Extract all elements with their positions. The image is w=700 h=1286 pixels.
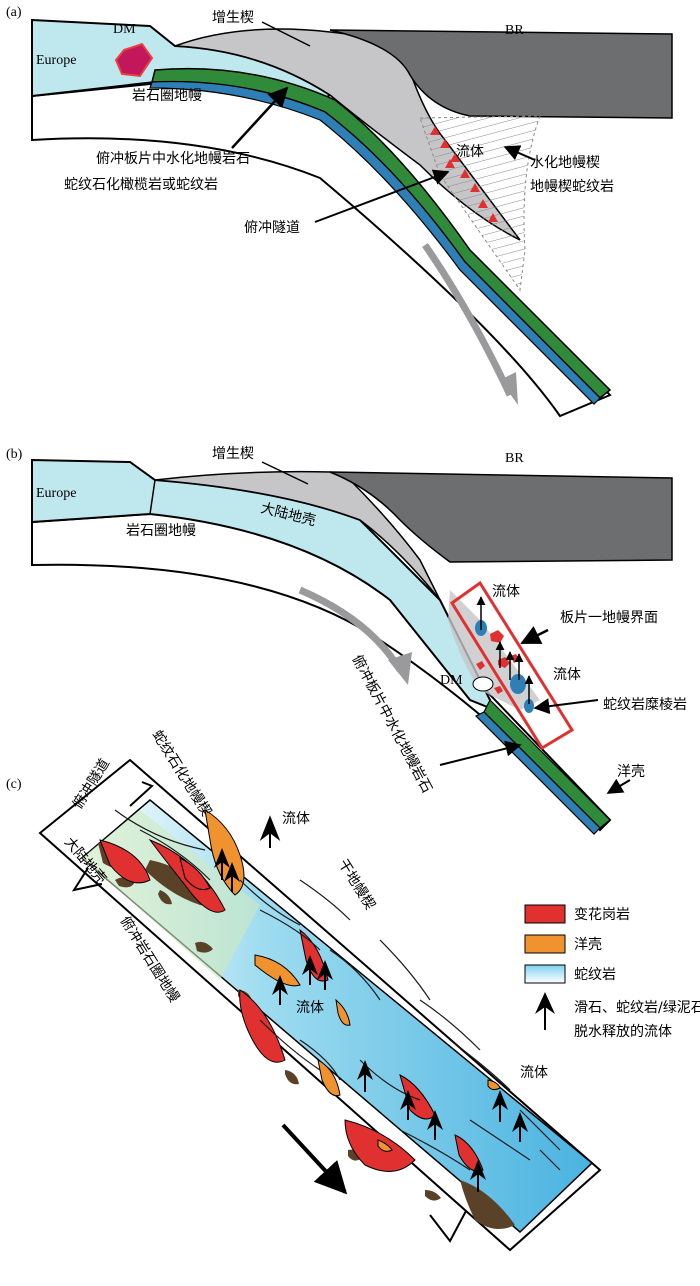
panel-b: (b) [6, 446, 687, 835]
b-dm-body [472, 676, 494, 692]
b-interface-label: 板片一地幔界面 [560, 610, 658, 626]
b-hydrated-label: 俯冲板片中水化地幔岩石 [348, 652, 434, 795]
b-accretion-wedge [154, 470, 441, 601]
a-arrow-wedge [503, 145, 536, 161]
a-br-block [329, 29, 673, 119]
a-accretion-label: 增生楔 [212, 10, 254, 26]
b-arrow-interface [520, 626, 549, 645]
a-europe-label: Europe [36, 53, 76, 68]
a-fluid-triangles [430, 126, 498, 222]
b-lithosphere-label: 岩石圈地幔 [126, 523, 196, 539]
c-legend: 变花岗岩 洋壳 蛇纹岩 滑石、蛇纹岩/绿泥石 脱水释放的流体 [524, 904, 700, 1040]
a-wedge-label-2: 地幔楔蛇纹岩 [530, 179, 614, 195]
panel-b-label: (b) [6, 447, 23, 462]
panel-a-label: (a) [6, 5, 22, 20]
a-hydrated-label-1: 俯冲板片中水化地幔岩石 [96, 151, 250, 167]
b-red-box [449, 580, 575, 751]
legend-swatch-oceanic [524, 934, 566, 954]
b-serpentinite-label: 蛇纹岩糜棱岩 [603, 696, 687, 713]
b-fluid-top-label: 流体 [492, 584, 520, 600]
c-shear-arrows [71, 781, 467, 1243]
legend-arrow-line2: 脱水释放的流体 [574, 1024, 672, 1040]
c-meta-granite [99, 838, 484, 1172]
a-hydrated-label-2: 蛇纹石化橄榄岩或蛇纹岩 [64, 177, 218, 193]
a-arrow-accretion [261, 21, 311, 47]
legend-swatch-metagranite [524, 904, 566, 924]
b-blue-layer [474, 711, 601, 835]
b-gray-arrowhead [388, 652, 412, 685]
a-arrow-channel [314, 169, 450, 223]
b-arrow-hydrated [439, 740, 522, 766]
b-br-block [329, 471, 673, 563]
c-fluid-mid-label: 流体 [296, 1000, 324, 1016]
legend-label-oceanic: 洋壳 [574, 936, 602, 953]
b-green-layer [483, 698, 611, 829]
b-oceanic-label: 洋壳 [617, 763, 645, 780]
b-fluid-arrows [476, 596, 534, 704]
b-fluid-right-label: 流体 [553, 667, 581, 683]
b-europe-label: Europe [36, 486, 76, 501]
b-dm-label: DM [440, 673, 463, 688]
legend-arrow-line1: 滑石、蛇纹岩/绿泥石 [574, 999, 700, 1016]
a-arrow-hydrated [231, 86, 289, 149]
legend-swatch-serpentinite [524, 964, 566, 984]
b-accretion-label: 增生楔 [212, 446, 254, 462]
b-arrow-serpentinite [533, 698, 599, 715]
a-wedge-label-1: 水化地幔楔 [530, 155, 600, 171]
a-gray-arrow [422, 243, 514, 397]
c-fluid-right-label: 流体 [520, 1065, 548, 1081]
a-lithosphere-label: 岩石圈地幔 [132, 88, 202, 104]
b-arrow-oceanic [606, 778, 631, 794]
a-fluid-label: 流体 [456, 144, 484, 160]
a-dm-body [114, 42, 154, 78]
c-big-arrow [281, 1123, 348, 1195]
legend-label-serpentinite: 蛇纹岩 [574, 967, 616, 983]
c-dry-wedge-label: 干地幔楔 [335, 857, 378, 913]
legend-label-metagranite: 变花岗岩 [574, 907, 630, 923]
a-gray-arrowhead [500, 372, 518, 405]
c-fluid-arrows [214, 815, 528, 1192]
panel-c-label: (c) [6, 777, 22, 792]
b-arrow-accretion [261, 461, 309, 485]
b-br-label: BR [505, 451, 524, 466]
panel-a: (a) DM Europe 增生楔 BR [6, 5, 673, 418]
c-fluid-top-label: 流体 [282, 811, 310, 827]
a-channel-label: 俯冲隧道 [244, 220, 300, 236]
a-br-label: BR [505, 23, 524, 38]
a-dm-label: DM [113, 22, 136, 37]
legend-fluid-arrow-icon [535, 992, 555, 1014]
